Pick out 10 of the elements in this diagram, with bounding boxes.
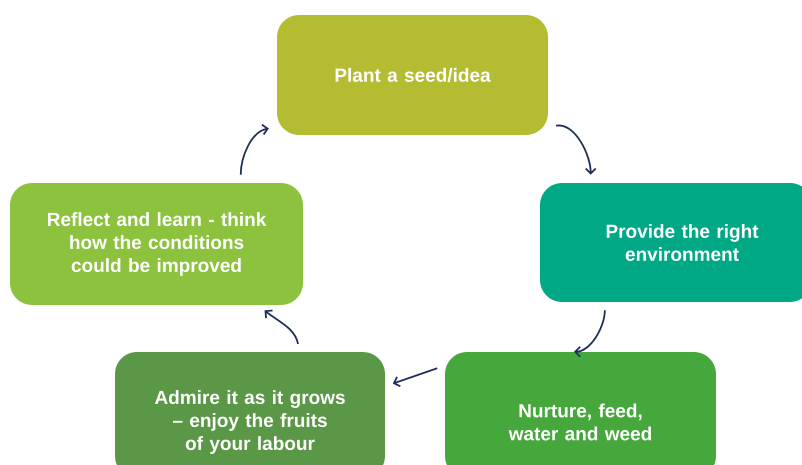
- process-box: Nurture, feed, water and weed: [445, 352, 716, 465]
- arrow: [556, 124, 596, 175]
- arrow: [264, 310, 299, 344]
- arrow: [392, 367, 438, 388]
- process-box: Plant a seed/idea: [277, 15, 548, 135]
- process-box: Admire it as it grows – enjoy the fruits of your labour: [115, 352, 385, 465]
- arrow: [574, 310, 606, 358]
- process-box: Reflect and learn - think how the conditions could be improved: [10, 183, 303, 305]
- process-box: Provide the right environment: [540, 183, 802, 302]
- arrow: [240, 124, 269, 175]
